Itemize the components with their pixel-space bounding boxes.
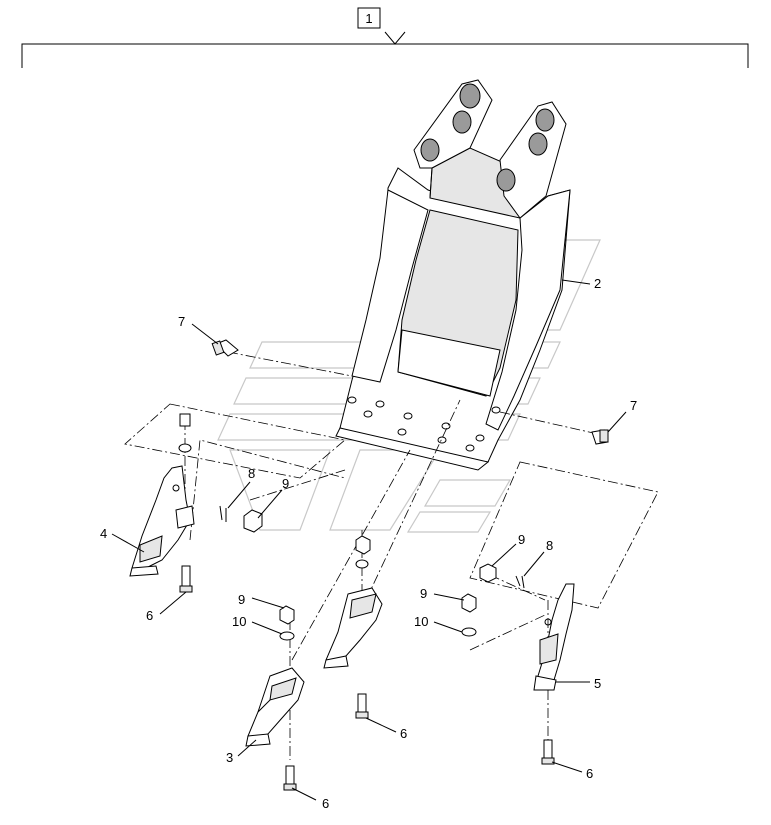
bolt-6-c <box>283 765 297 791</box>
leader-lines <box>111 279 627 801</box>
callout-7-left: 7 <box>178 314 185 329</box>
callout-3: 3 <box>226 750 233 765</box>
side-cutter-4 <box>129 465 195 577</box>
nut-center <box>355 535 371 569</box>
bolt-6-d <box>541 739 555 765</box>
callout-8-right: 8 <box>546 538 553 553</box>
bolt-7-left <box>211 339 239 357</box>
callout-2: 2 <box>594 276 601 291</box>
bolt-6-a <box>179 565 193 593</box>
washer-10-a <box>279 631 295 641</box>
callout-4: 4 <box>100 526 107 541</box>
callout-9-left: 9 <box>282 476 289 491</box>
nut-9-a <box>243 509 263 533</box>
tooth-3 <box>245 667 305 747</box>
bolt-7-right <box>591 429 609 445</box>
assembly-lines <box>124 351 659 760</box>
nut-9-c <box>479 563 497 583</box>
callout-8-left: 8 <box>248 466 255 481</box>
washer-10-b <box>461 627 477 637</box>
callout-9-right-a: 9 <box>420 586 427 601</box>
callout-6-left: 6 <box>146 608 153 623</box>
callout-6-bottom: 6 <box>322 796 329 811</box>
callout-6-right: 6 <box>586 766 593 781</box>
callout-10-left: 10 <box>232 614 246 629</box>
callout-7-right: 7 <box>630 398 637 413</box>
assembly-label-box <box>357 7 381 29</box>
callout-9-right-b: 9 <box>518 532 525 547</box>
callout-5: 5 <box>594 676 601 691</box>
bucket-body <box>335 79 571 471</box>
tooth-center <box>323 587 383 669</box>
pin-8-b <box>515 575 525 589</box>
callout-9-mid: 9 <box>238 592 245 607</box>
assembly-label: 1 <box>365 11 372 26</box>
callout-6-center: 6 <box>400 726 407 741</box>
nut-9-b <box>279 605 295 625</box>
pin-8-a <box>219 505 227 522</box>
nut-9-d <box>461 593 477 613</box>
side-cutter-5 <box>533 583 575 691</box>
washer-top <box>178 413 192 453</box>
bolt-6-b <box>355 693 369 719</box>
assembly-bracket <box>21 31 749 68</box>
callout-10-right: 10 <box>414 614 428 629</box>
